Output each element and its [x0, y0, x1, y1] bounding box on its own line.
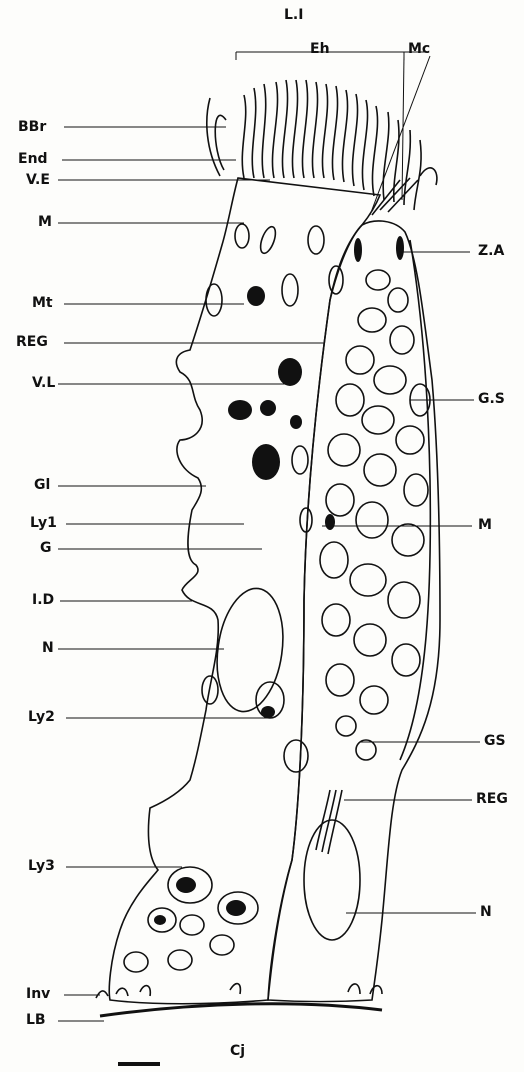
- label-gs-top: G.S: [478, 392, 505, 406]
- label-n-left: N: [42, 641, 54, 655]
- label-gs-lower: GS: [484, 734, 506, 748]
- scale-bar: [118, 1062, 160, 1066]
- label-n-right: N: [480, 905, 492, 919]
- label-ve: V.E: [26, 173, 50, 187]
- eh-bracket: [236, 52, 426, 60]
- label-mt: Mt: [32, 296, 53, 310]
- label-gl: Gl: [34, 478, 50, 492]
- zonula-adherens: [354, 236, 404, 262]
- basal-infoldings: [96, 984, 382, 998]
- label-reg-left: REG: [16, 335, 48, 349]
- label-eh: Eh: [310, 42, 330, 56]
- label-m-right: M: [478, 518, 492, 532]
- label-g: G: [40, 541, 52, 555]
- label-lumen: L.I: [284, 8, 303, 22]
- label-reg-right: REG: [476, 792, 508, 806]
- label-end: End: [18, 152, 48, 166]
- label-ly2: Ly2: [28, 710, 55, 724]
- label-cj: Cj: [230, 1044, 245, 1058]
- label-za: Z.A: [478, 244, 504, 258]
- basal-lamina: [100, 1004, 382, 1016]
- label-mc: Mc: [408, 42, 430, 56]
- label-m-left: M: [38, 215, 52, 229]
- absorptive-cell-outline: [109, 178, 380, 1004]
- label-vl: V.L: [32, 376, 55, 390]
- label-inv: Inv: [26, 987, 50, 1001]
- absorptive-nucleus: [210, 584, 291, 716]
- label-lb: LB: [26, 1013, 46, 1027]
- label-bbr: BBr: [18, 120, 46, 134]
- label-ly1: Ly1: [30, 516, 57, 530]
- mucous-granules: [320, 270, 430, 760]
- mc-leader: [370, 56, 430, 215]
- label-ly3: Ly3: [28, 859, 55, 873]
- label-id: I.D: [32, 593, 54, 607]
- mitochondria: [202, 224, 343, 772]
